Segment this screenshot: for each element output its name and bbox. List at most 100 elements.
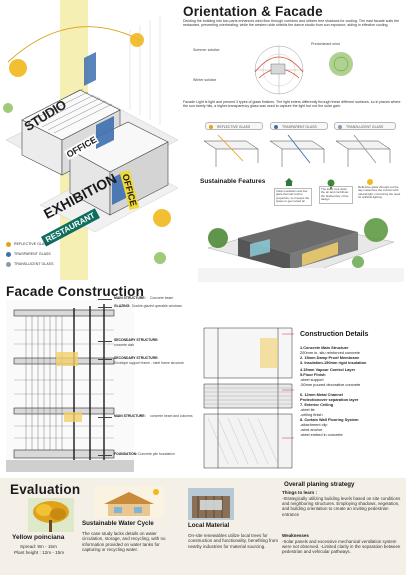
callout-head: FOUNDATION: [114, 452, 138, 456]
callout-text: concrete beam and columns [150, 414, 193, 418]
callout-head: MAIN STRUCTURE: [114, 296, 146, 300]
water-cycle-drawing [94, 486, 164, 518]
section-title-facade: Facade Construction [6, 284, 145, 299]
cl-item: 4.15mm Vapour Control Layer [300, 367, 356, 372]
sustainable-note-insulation: Clean insulation and low glare thermal c… [274, 188, 312, 206]
glass-description: Facade Light is light and present 3 type… [183, 100, 401, 109]
detail-drawing [198, 318, 298, 474]
glass-pill-reflective: REFLECTIVE GLASS [205, 122, 263, 130]
callout-text: Concrete pile foundation [138, 452, 175, 456]
pill-dot [338, 125, 342, 129]
callout-text: Concrete beam [150, 296, 174, 300]
water-cycle-image [94, 486, 164, 518]
sustainable-note-reflective: Reflective glass through out the day max… [358, 185, 401, 200]
glass-legend: REFLECTIVE GLASS TRASPARENT GLASS TRANSL… [6, 240, 86, 270]
local-material-title: Local Material [188, 522, 230, 529]
glass-section-sketches [198, 133, 403, 171]
strategy-weak-text: -Solar panels and excessive mechanical v… [282, 539, 401, 555]
facade-section-drawing [6, 300, 134, 472]
cl-item: Protectionover separation layer [300, 397, 359, 402]
cl-item: 6. 12mm Metal Channel [300, 392, 344, 397]
section-title-orientation: Orientation & Facade [183, 4, 323, 19]
cl-item: 3. Insulation-150mm rigid insulation [300, 360, 367, 365]
callout-line [98, 417, 112, 418]
callout-line [98, 359, 112, 360]
local-material-text: On-site renewables utilize local trees f… [188, 533, 278, 549]
poinciana-title: Yellow poinciana [12, 534, 65, 541]
pill-dot [274, 125, 278, 129]
legend-swatch [6, 242, 11, 247]
legend-item-transparent: TRASPARENT GLASS [6, 250, 86, 260]
cl-item: 7. Exterior Ceiling [300, 402, 334, 407]
facade-callouts: MAIN STRUCTURE: Concrete beam GLAZING: D… [98, 296, 198, 476]
pill-label: REFLECTIVE GLASS [217, 125, 251, 129]
legend-label: TRASPARENT GLASS [14, 252, 51, 256]
label-predominant-wind: Predominant wind [311, 42, 340, 46]
cl-item: -steel embed in concrete [300, 432, 343, 437]
legend-item-translucent: TRANSLUCENT GLASS [6, 260, 86, 270]
callout-line [98, 455, 112, 456]
pill-label: TRANSLUCENT GLASS [346, 125, 384, 129]
sustainable-note-trees: The trees cool down the air and contribu… [319, 186, 353, 204]
facade-drawing [6, 300, 134, 472]
orientation-intro: Dividing the building into two parts enh… [183, 19, 400, 28]
legend-label: REFLECTIVE GLASS [14, 242, 50, 246]
tree-drawing [327, 179, 335, 189]
glass-pill-translucent: TRANSLUCENT GLASS [334, 122, 396, 130]
local-material-image [188, 488, 234, 520]
legend-item-reflective: REFLECTIVE GLASS [6, 240, 86, 250]
poinciana-height: Plant height : 12m - 15m [14, 550, 65, 555]
poinciana-drawing [28, 498, 74, 532]
building-render-drawing [198, 218, 404, 282]
cl-item: -steel support [300, 377, 324, 382]
strategy-learn-head: Things to learn : [282, 490, 318, 495]
cl-item: 5.Floor Finish [300, 372, 326, 377]
construction-list: 1.Concrete Main Structure 200mm in- situ… [300, 345, 404, 475]
strategy-weak-head: Weaknesses [282, 533, 309, 538]
glass-pill-transparent: TRASPARENT GLASS [270, 122, 328, 130]
legend-swatch [6, 262, 11, 267]
poinciana-spread: Spread: 9m - 15m [20, 544, 57, 549]
poinciana-image [28, 498, 74, 532]
pill-label: TRASPARENT GLASS [282, 125, 317, 129]
sun-path-drawing [254, 45, 353, 95]
construction-detail-drawing [198, 318, 298, 474]
cl-item: 1.Concrete Main Structure [300, 345, 349, 350]
label-winter-solstice: Winter solstice [193, 78, 217, 82]
cl-item: -steel tie [300, 407, 315, 412]
section-title-construction: Construction Details [300, 331, 369, 338]
cl-item: -50mm poured decorative concrete [300, 382, 361, 387]
cl-item: -ceiling finish [300, 412, 323, 417]
callout-head: GLAZING: [114, 304, 131, 308]
house-icon [284, 174, 294, 186]
house-drawing [285, 178, 293, 186]
callout-line [98, 299, 112, 300]
water-cycle-text: The case study lacks details on water ci… [82, 531, 166, 552]
callout-head: SECONDARY STRUCTURE: [114, 356, 159, 360]
callout-text: concrete slab [114, 343, 135, 347]
sun-diagram: Summer solstice Winter solstice Predomin… [193, 42, 358, 98]
sun-drawing [367, 179, 373, 185]
callout-text: Double glazed operable windows [132, 304, 182, 308]
tree-icon [326, 176, 336, 189]
cl-item: 2. 15mm Damp Proof Membrane [300, 355, 360, 360]
cl-item: -wind anchor [300, 427, 323, 432]
section-title-sustainable: Sustainable Features [200, 178, 266, 185]
glass-sections-drawing [203, 134, 391, 167]
strategy-learn-text: -Strategically utilizing building levels… [282, 496, 401, 517]
cl-item: -attachment clip [300, 422, 328, 427]
axonometric-diagram: STUDIO OFFICE EXHIBITION RESTAURANT OFFI… [0, 0, 180, 280]
cl-item: 8. Curtain Wall Flooring System [300, 417, 359, 422]
callout-head: MAIN STRUCTURE: [114, 414, 146, 418]
legend-label: TRANSLUCENT GLASS [14, 262, 54, 266]
callout-text: Envelope support frame - steel frame str… [114, 361, 184, 365]
local-material-drawing [188, 488, 234, 520]
cl-item: 200mm in- situ reinforced concrete [300, 350, 360, 355]
strategy-title: Overall planing strategy [284, 481, 355, 488]
water-cycle-title: Sustainable Water Cycle [82, 520, 154, 527]
building-render [198, 208, 404, 282]
callout-head: SECONDARY STRUCTURE: [114, 338, 159, 342]
callout-line [98, 307, 112, 308]
section-title-evaluation: Evaluation [10, 482, 81, 497]
label-summer-solstice: Summer solstice [193, 48, 220, 52]
